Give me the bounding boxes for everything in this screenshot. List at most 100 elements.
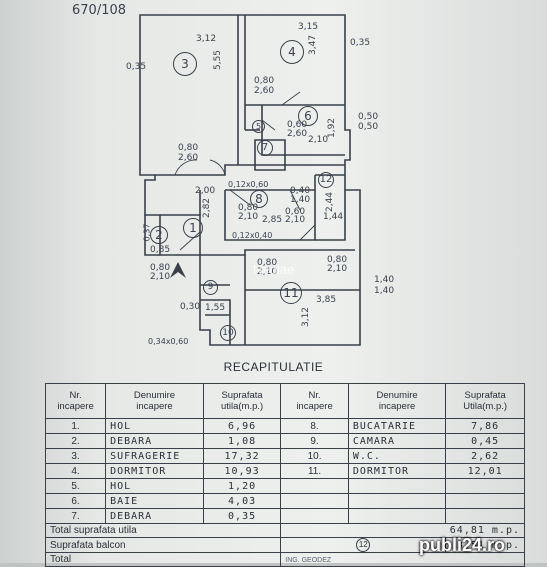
dim-label: 1,44 — [323, 212, 344, 222]
row-name: HOL — [105, 418, 204, 434]
dim-label: 0,80 — [327, 255, 348, 265]
row-name-2: DORMITOR — [347, 463, 447, 479]
balcon-number: 12 — [356, 538, 371, 552]
dim-label: 3,85 — [316, 295, 337, 305]
dim-label: 0,85 — [150, 245, 171, 255]
room-number-10: 10 — [220, 325, 236, 341]
dim-label: 0,50 — [358, 112, 379, 122]
col-header-suprafata-2: Suprafata Utila(m.p.) — [445, 383, 525, 419]
row-area-2: 0,45 — [445, 433, 525, 449]
dim-label: 2,60 — [287, 129, 308, 139]
row-area-2 — [445, 508, 525, 524]
dim-label: 1,92 — [327, 117, 338, 139]
row-area: 0,35 — [202, 508, 282, 524]
row-area-2: 12,01 — [445, 463, 525, 479]
room-number-6: 6 — [298, 106, 318, 126]
col-header-denumire-2: Denumire incapere — [347, 383, 447, 419]
dim-label: 0,12x0,40 — [232, 231, 273, 240]
dim-label: 2,60 — [254, 86, 275, 96]
row-nr: 5. — [44, 478, 107, 494]
row-area: 4,03 — [202, 493, 282, 509]
dim-label: 3,15 — [298, 22, 319, 32]
dim-label: 0,50 — [358, 122, 379, 132]
room-number-4: 4 — [280, 40, 304, 64]
row-area: 1,08 — [202, 433, 282, 449]
col-header-denumire: Denumire incapere — [105, 383, 204, 419]
row-name-2: CAMARA — [347, 433, 447, 449]
room-number-5: 5 — [252, 120, 265, 133]
dim-label: 0,60 — [285, 207, 306, 217]
dim-label: 0,60 — [287, 120, 308, 130]
recap-title: RECAPITULATIE — [223, 360, 324, 374]
total-util-label: Total suprafata utila — [44, 523, 282, 538]
row-area: 1,20 — [202, 478, 282, 494]
row-nr: 1. — [44, 418, 107, 434]
room-number-9: 9 — [203, 280, 218, 295]
dim-label: 2,85 — [262, 215, 283, 225]
dim-label: 1,55 — [205, 303, 226, 313]
north-arrow-icon — [170, 262, 186, 278]
row-name-2: BUCATARIE — [347, 418, 447, 434]
dim-label: 2,60 — [178, 153, 199, 163]
balcon-label: Suprafata balcon — [44, 537, 282, 553]
dim-label: 3,12 — [196, 34, 217, 44]
row-area-2: 2,62 — [445, 448, 525, 464]
col-header-suprafata: Suprafata utila(m.p.) — [202, 383, 282, 419]
row-area-2: 7,86 — [445, 418, 525, 434]
row-nr-2 — [280, 493, 349, 509]
row-nr: 6. — [44, 493, 107, 509]
dim-label: 0,35 — [126, 62, 147, 72]
dim-label: 0,80 — [254, 76, 275, 86]
header-note: 670/108 — [72, 3, 127, 18]
floor-plan-drawing — [139, 14, 361, 346]
dim-label: 2,10 — [285, 215, 306, 225]
row-area: 17,32 — [202, 448, 282, 464]
row-nr-2: 8. — [280, 418, 349, 434]
row-nr-2: 11. — [280, 463, 349, 479]
col-header-nr: Nr. incapere — [44, 383, 107, 419]
row-name: DEBARA — [105, 433, 204, 449]
dim-label: 0,37 — [142, 223, 152, 242]
dim-label: 2,00 — [195, 186, 216, 196]
dim-label: 1,40 — [374, 286, 395, 296]
row-name-2: W.C. — [347, 448, 447, 464]
room-number-1: 1 — [183, 218, 203, 238]
dim-label: 2,10 — [257, 267, 278, 277]
dim-label: 2,44 — [325, 191, 336, 213]
dim-label: 0,80 — [150, 263, 171, 273]
dim-label: 0,80 — [178, 143, 199, 153]
row-nr: 2. — [44, 433, 107, 449]
dim-label: 0,80 — [238, 203, 259, 213]
dim-label: 1,40 — [374, 275, 395, 285]
dim-label: 2,10 — [238, 212, 259, 222]
dim-label: 2,10 — [327, 264, 348, 274]
row-name: DORMITOR — [105, 463, 204, 479]
row-name: SUFRAGERIE — [105, 448, 204, 464]
row-name: HOL — [105, 478, 204, 494]
total-label: Total — [44, 552, 282, 567]
dim-label: 2,10 — [308, 135, 329, 145]
dim-label: 2,10 — [150, 272, 171, 282]
dim-label: 0,34x0,60 — [148, 337, 189, 346]
dim-label: 0,12x0,60 — [228, 180, 269, 189]
row-nr: 7. — [44, 508, 107, 524]
dim-label: 3,47 — [308, 34, 319, 56]
row-area: 6,96 — [202, 418, 282, 434]
stamp-text: ING. GEODEZ — [285, 557, 332, 564]
dim-label: 3,12 — [301, 306, 312, 328]
row-area: 10,93 — [202, 463, 282, 479]
col-header-nr-2: Nr. incapere — [280, 383, 349, 419]
dim-label: 0,30 — [180, 302, 201, 312]
row-nr: 3. — [44, 448, 107, 464]
dim-label: 5,55 — [213, 49, 224, 71]
row-name: DEBARA — [105, 508, 204, 524]
room-number-2: 2 — [150, 226, 168, 244]
dim-label: 0,80 — [257, 258, 278, 268]
